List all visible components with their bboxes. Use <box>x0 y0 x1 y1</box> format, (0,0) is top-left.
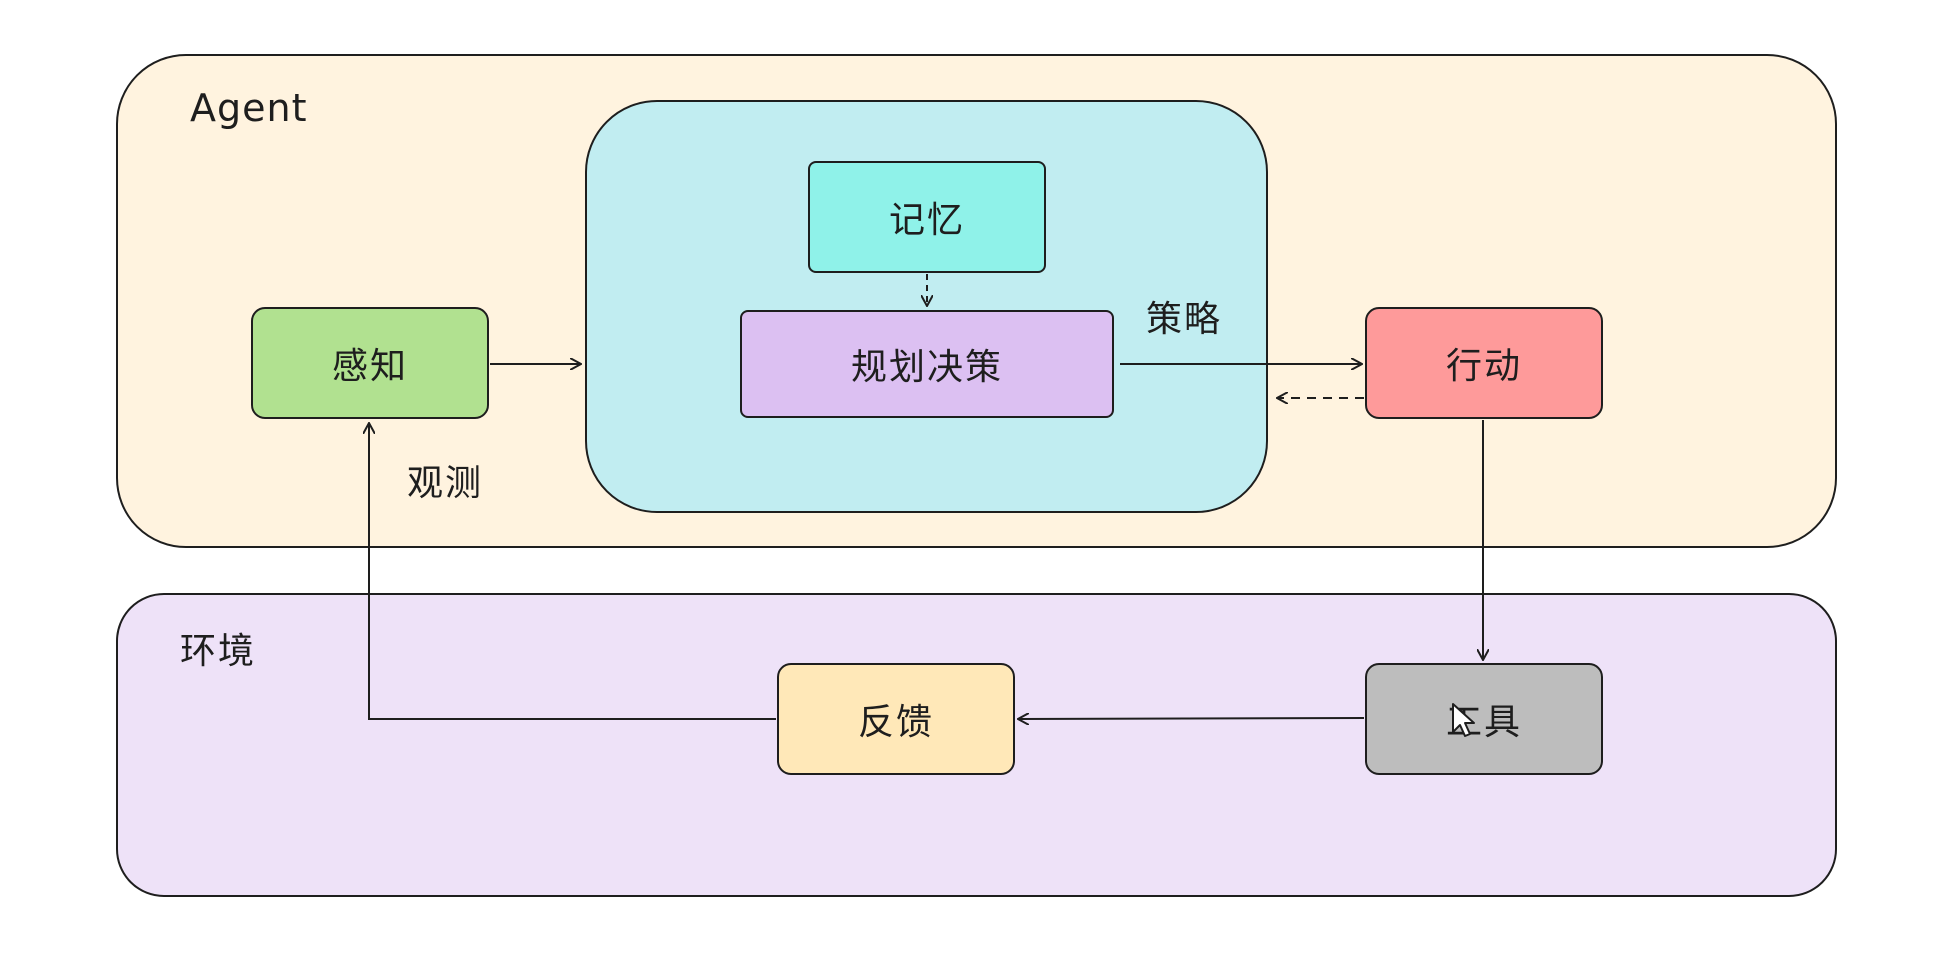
agent-region-label: Agent <box>190 86 308 130</box>
edge-tool-to-feedback <box>1018 718 1365 719</box>
environment-region-label: 环境 <box>180 631 257 672</box>
observation-edge-label: 观测 <box>407 463 484 504</box>
planning-node[interactable]: 规划决策 <box>740 310 1114 418</box>
memory-node[interactable]: 记忆 <box>808 161 1046 273</box>
feedback-node[interactable]: 反馈 <box>777 663 1015 775</box>
policy-region-label: 策略 <box>1146 299 1223 340</box>
action-node[interactable]: 行动 <box>1365 307 1603 419</box>
perception-node[interactable]: 感知 <box>251 307 489 419</box>
tool-node[interactable]: 工具 <box>1365 663 1603 775</box>
mouse-cursor-icon <box>1452 703 1475 737</box>
edge-feedback-to-perception <box>369 423 776 720</box>
